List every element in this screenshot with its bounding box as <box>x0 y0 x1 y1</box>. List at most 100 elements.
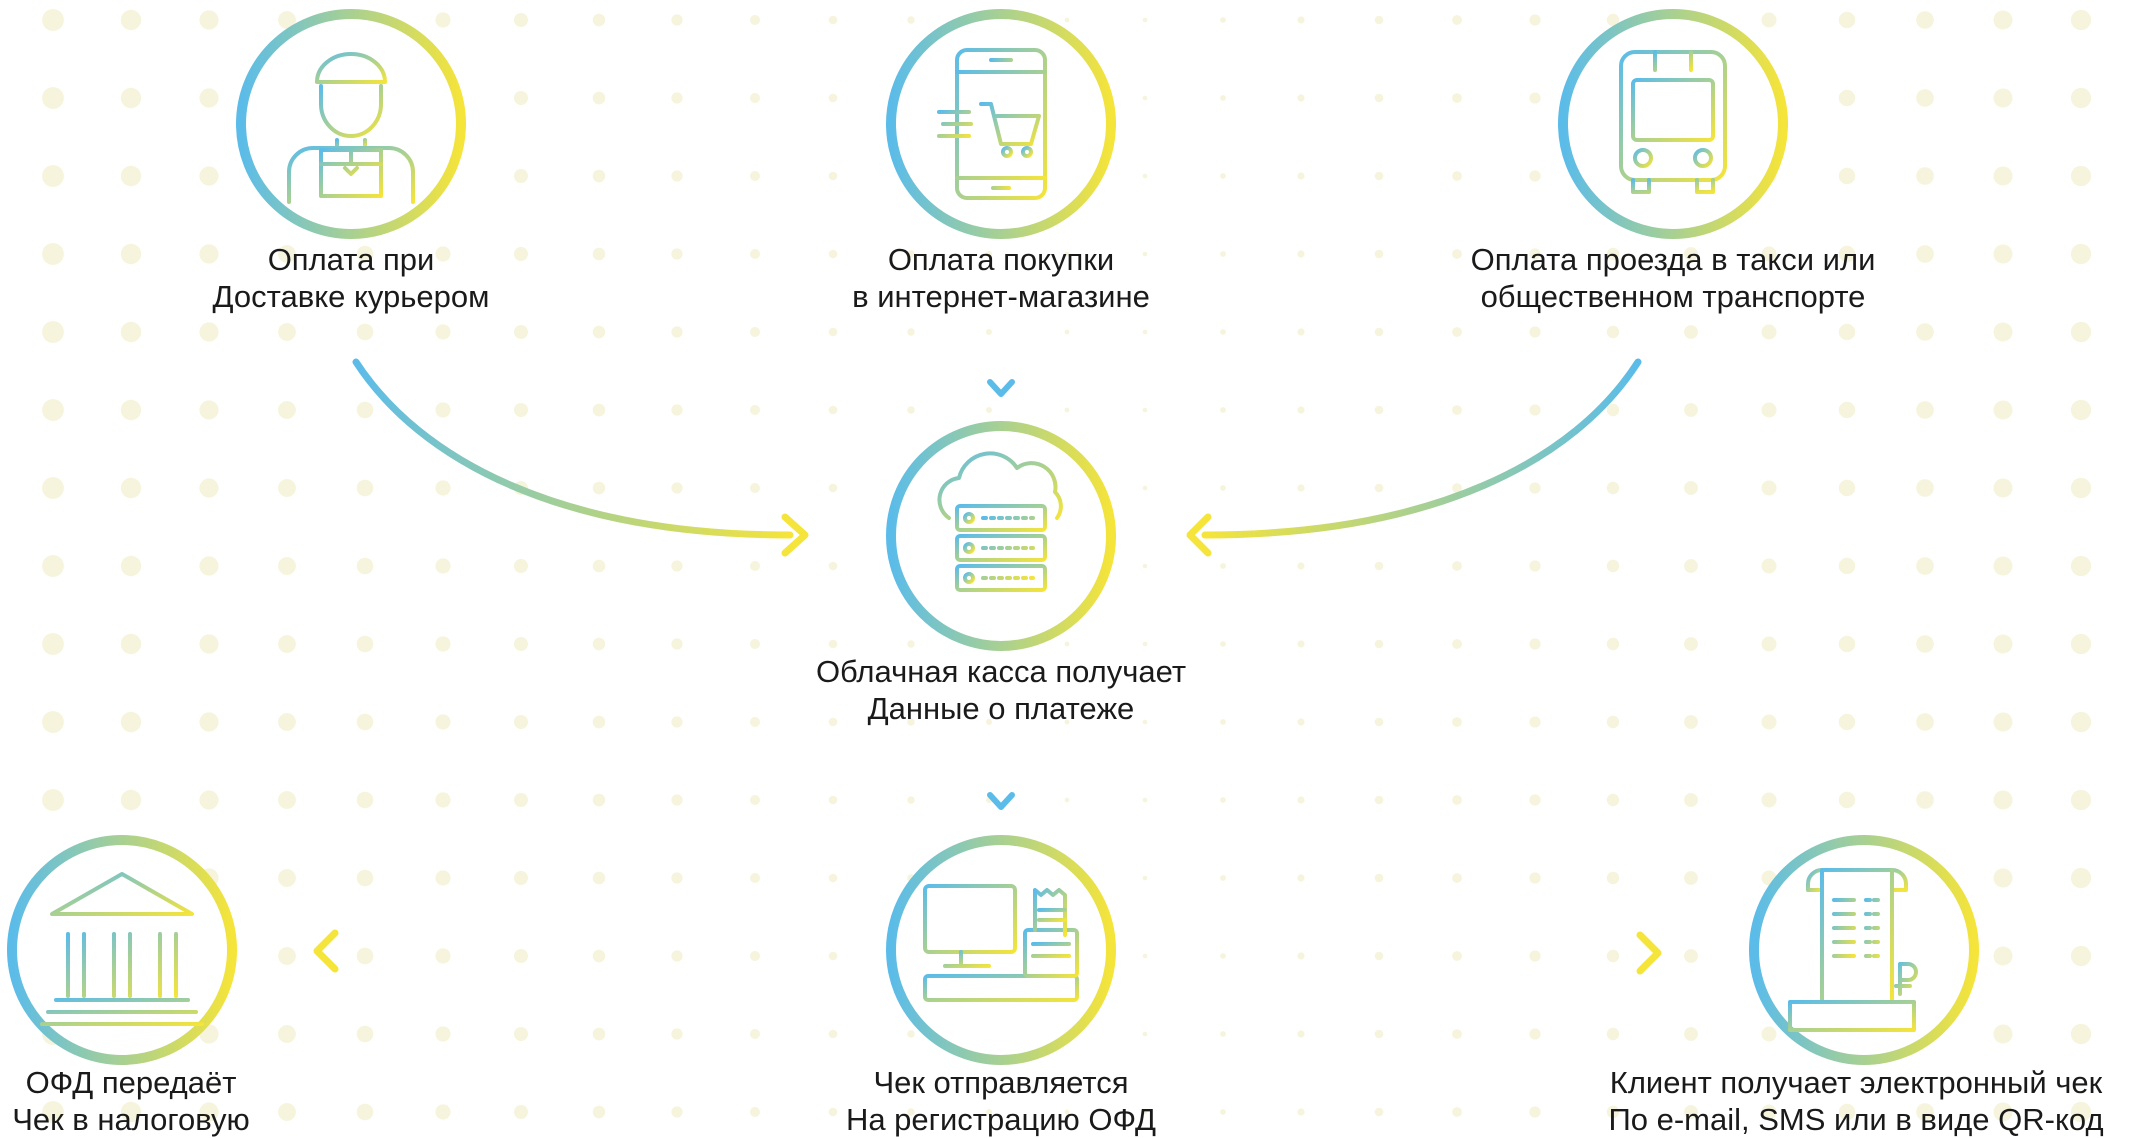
background-dot <box>1374 795 1384 805</box>
label-courier: Оплата при Доставке курьером <box>213 241 490 315</box>
node-ring <box>1749 835 1979 1065</box>
background-dot <box>671 92 683 104</box>
label-line: Доставке курьером <box>212 279 490 314</box>
background-dot <box>1993 556 2013 576</box>
background-dot <box>435 246 451 262</box>
background-dot <box>199 712 219 732</box>
background-dot <box>1916 557 1934 575</box>
background-dot <box>1452 15 1462 25</box>
background-dot <box>1993 634 2013 654</box>
label-cloud-kassa: Облачная касса получает Данные о платеже <box>816 653 1186 727</box>
background-dot <box>750 171 760 181</box>
background-dot <box>199 166 219 186</box>
background-dot <box>828 1107 838 1117</box>
background-dot <box>1916 401 1934 419</box>
node-client-receipt <box>1749 835 1979 1065</box>
background-dot <box>1529 14 1541 26</box>
background-dot <box>1529 560 1541 572</box>
background-dot <box>592 1105 606 1119</box>
background-dot <box>1684 559 1698 573</box>
background-dot <box>435 402 451 418</box>
background-dot <box>120 1101 142 1123</box>
background-dot <box>1220 251 1226 257</box>
background-dot <box>1297 796 1305 804</box>
background-dot <box>120 555 142 577</box>
background-dot <box>1452 795 1462 805</box>
background-dot <box>42 87 64 109</box>
background-dot <box>42 1101 64 1123</box>
background-dot <box>828 639 838 649</box>
label-tax-office: ОФД передаёт Чек в налоговую <box>12 1064 250 1138</box>
background-dot <box>828 717 838 727</box>
background-dot <box>907 796 915 804</box>
background-dot <box>592 91 606 105</box>
background-dot <box>1142 875 1148 881</box>
background-dot <box>750 717 760 727</box>
background-dot <box>1064 329 1070 335</box>
background-dot <box>1916 713 1934 731</box>
background-dot <box>671 638 683 650</box>
cloud-server-icon <box>937 451 1063 592</box>
background-dot <box>907 16 915 24</box>
background-dot <box>1993 946 2013 966</box>
background-dot <box>750 483 760 493</box>
background-dot <box>1529 92 1541 104</box>
background-dot <box>828 249 838 259</box>
background-dot <box>1374 717 1384 727</box>
background-dot <box>907 250 915 258</box>
background-dot <box>1452 327 1462 337</box>
background-dot <box>1916 167 1934 185</box>
background-dot <box>1142 251 1148 257</box>
background-dot <box>1761 480 1777 496</box>
background-dot <box>514 1027 528 1041</box>
background-dot <box>356 1103 374 1121</box>
background-dot <box>1606 403 1620 417</box>
background-dot <box>1916 323 1934 341</box>
background-dot <box>828 93 838 103</box>
background-dot <box>907 406 915 414</box>
node-transport <box>1558 9 1788 239</box>
background-dot <box>1374 1107 1384 1117</box>
background-dot <box>1297 16 1305 24</box>
background-dot <box>750 873 760 883</box>
background-dot <box>1606 559 1620 573</box>
background-dot <box>1452 717 1462 727</box>
background-dot <box>1916 791 1934 809</box>
background-dot <box>2070 1023 2092 1045</box>
background-dot <box>1993 1024 2013 1044</box>
background-dot <box>828 483 838 493</box>
background-dot <box>1374 15 1384 25</box>
background-dot <box>1606 871 1620 885</box>
background-dot <box>278 869 296 887</box>
background-dot <box>1452 249 1462 259</box>
background-dot <box>278 1103 296 1121</box>
background-dot <box>1761 246 1777 262</box>
background-dot <box>828 405 838 415</box>
background-dot <box>1606 637 1620 651</box>
background-dot <box>592 871 606 885</box>
background-dot <box>120 321 142 343</box>
background-dot <box>1220 641 1226 647</box>
node-online-shop <box>886 9 1116 239</box>
background-dot <box>2070 165 2092 187</box>
background-dot <box>986 407 992 413</box>
background-dot <box>2070 243 2092 265</box>
background-dot <box>2070 1101 2092 1123</box>
background-dot <box>750 1029 760 1039</box>
background-dot <box>828 873 838 883</box>
node-ring <box>886 9 1116 239</box>
background-dot <box>1452 639 1462 649</box>
node-ring <box>1558 9 1788 239</box>
background-dot <box>2070 555 2092 577</box>
background-dot <box>1142 953 1148 959</box>
background-dot <box>356 713 374 731</box>
background-dot <box>1297 1030 1305 1038</box>
background-dot <box>278 1025 296 1043</box>
background-dot <box>907 1030 915 1038</box>
background-dot <box>1220 563 1226 569</box>
background-dot <box>1142 797 1148 803</box>
background-dot <box>435 714 451 730</box>
background-dot <box>199 244 219 264</box>
background-dot <box>1838 791 1856 809</box>
